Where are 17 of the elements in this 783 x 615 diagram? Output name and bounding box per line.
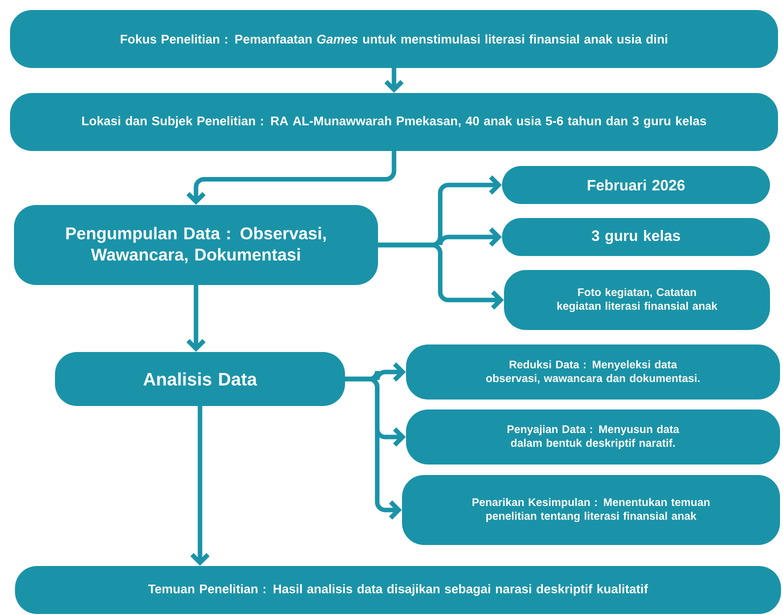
process-box: Februari 2026	[502, 166, 770, 204]
process-box: Pengumpulan Data : Observasi, Wawancara, Dokumentasi	[14, 205, 378, 285]
process-box: Analisis Data	[55, 352, 345, 406]
process-box: Lokasi dan Subjek Penelitian : RA AL-Munawwarah Pmekasan, 40 anak usia 5-6 tahun dan 3 guru kelas	[10, 93, 778, 151]
arrow	[190, 404, 210, 566]
process-box: Penyajian Data : Menyusun data dalam bentuk deskriptif naratif.	[406, 410, 780, 464]
process-box: Reduksi Data : Menyeleksi data observasi, wawancara dan dokumentasi.	[406, 344, 780, 400]
arrow	[384, 66, 404, 93]
arrow	[186, 282, 206, 352]
process-box: Temuan Penelitian : Hasil analisis data disajikan sebagai narasi deskriptif kualitatif	[15, 566, 782, 614]
process-box: 3 guru kelas	[502, 218, 770, 256]
arrow	[376, 242, 504, 310]
arrow	[342, 376, 402, 520]
arrow	[186, 148, 396, 205]
process-box: Foto kegiatan, Catatan kegiatan literasi finansial anak	[504, 270, 770, 330]
process-box: Penarikan Kesimpulan : Menentukan temuan penelitian tentang literasi finansial anak	[402, 475, 780, 545]
process-box: Fokus Penelitian : Pemanfaatan Games untuk menstimulasi literasi finansial anak usia dini	[10, 10, 778, 68]
